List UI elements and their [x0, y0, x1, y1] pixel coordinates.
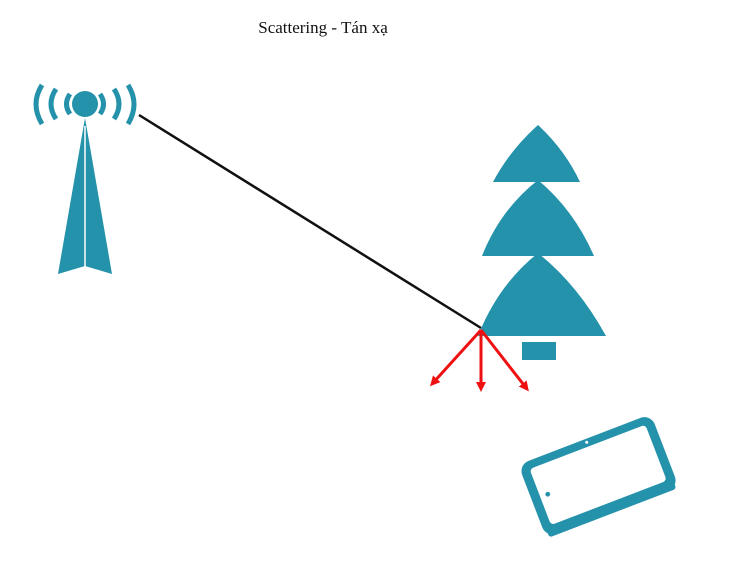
diagram-title: Scattering - Tán xạ	[258, 18, 388, 37]
scattered-arrow-right	[479, 329, 529, 392]
pine-tree-icon	[478, 125, 606, 360]
smartphone-icon	[521, 417, 676, 537]
scattered-arrows	[429, 328, 529, 392]
radio-tower-icon	[33, 83, 137, 274]
incident-signal-line	[138, 113, 482, 330]
scattered-arrow-left	[429, 328, 483, 387]
